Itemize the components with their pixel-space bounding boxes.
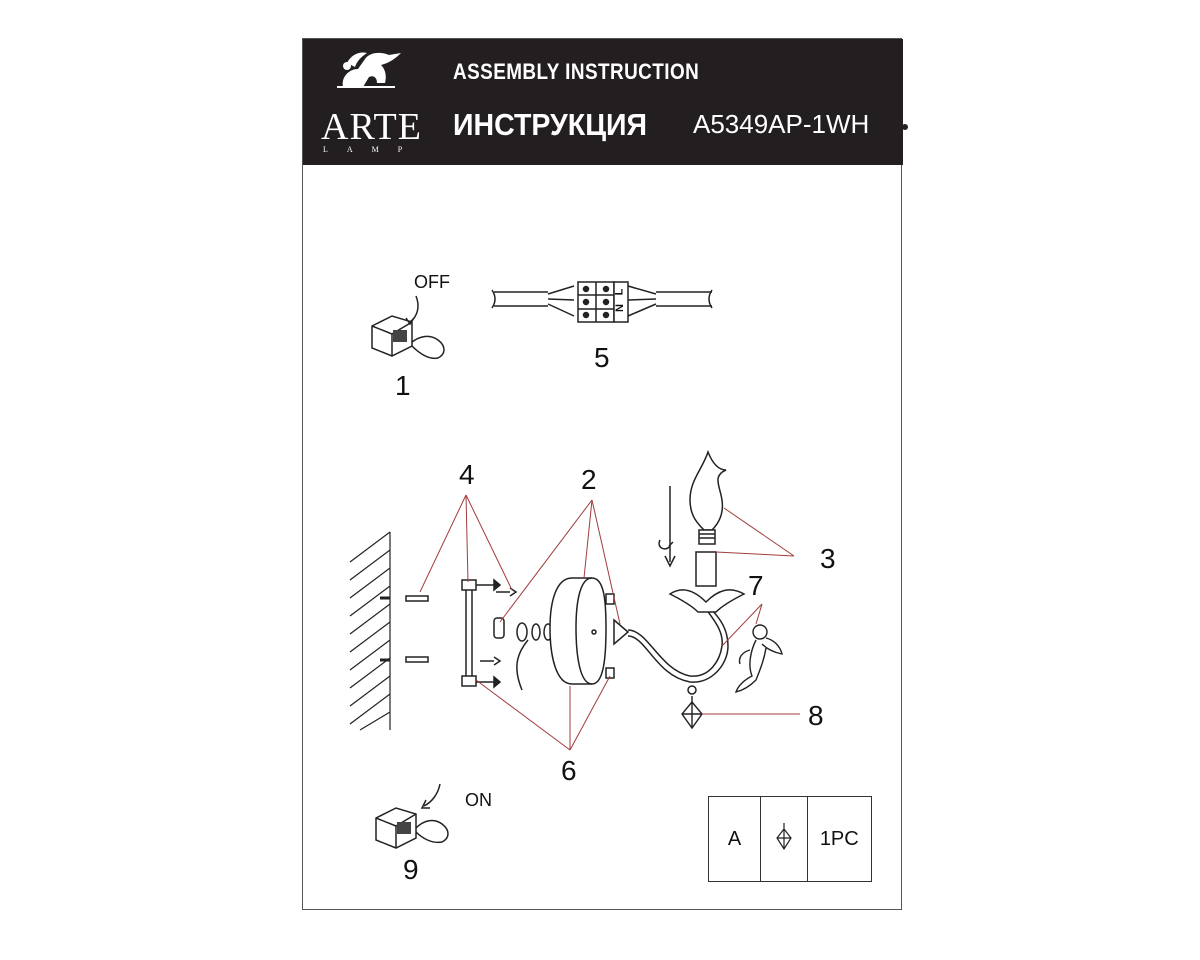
wire-n-label: N bbox=[613, 304, 626, 312]
candle-bulb-icon bbox=[658, 449, 727, 568]
griffin-logo-icon bbox=[337, 52, 401, 88]
wire-l-label: L bbox=[613, 288, 626, 296]
switch-on-icon bbox=[375, 783, 449, 849]
logo-wordmark: ARTE bbox=[321, 106, 422, 148]
part-letter: A bbox=[707, 796, 762, 882]
off-label: OFF bbox=[414, 272, 450, 292]
step-6: 6 bbox=[561, 755, 577, 786]
model-number: A5349AP-1WH bbox=[693, 109, 870, 139]
crystal-pendant-icon bbox=[776, 823, 792, 851]
switch-off-icon bbox=[371, 295, 445, 360]
step-3: 3 bbox=[820, 543, 836, 574]
parts-table: A 1PC bbox=[707, 796, 873, 882]
nut-washer-icon bbox=[493, 617, 553, 691]
instruction-sheet: ARTE LAMP ASSEMBLY INSTRUCTION ИНСТРУКЦИ… bbox=[302, 38, 903, 910]
part-icon-cell bbox=[760, 796, 808, 882]
canopy-icon bbox=[549, 577, 615, 685]
step-5: 5 bbox=[594, 342, 610, 373]
logo-subtitle: LAMP bbox=[323, 145, 422, 154]
step-8: 8 bbox=[808, 700, 824, 731]
title-english: ASSEMBLY INSTRUCTION bbox=[453, 59, 700, 84]
step-9: 9 bbox=[403, 854, 419, 885]
mounting-bracket-icon bbox=[461, 578, 518, 689]
part-qty: 1PC bbox=[806, 796, 873, 882]
step-7: 7 bbox=[748, 570, 764, 601]
candle-cup-icon bbox=[668, 551, 746, 613]
leader-lines bbox=[419, 494, 800, 751]
header-bar: ARTE LAMP ASSEMBLY INSTRUCTION ИНСТРУКЦИ… bbox=[303, 39, 903, 165]
on-label: ON bbox=[465, 790, 492, 810]
lamp-arm-icon bbox=[613, 605, 729, 695]
step-1: 1 bbox=[395, 370, 411, 401]
step-2: 2 bbox=[581, 464, 597, 495]
step-4: 4 bbox=[459, 459, 475, 490]
terminal-block-icon bbox=[491, 281, 713, 323]
cherub-figure-icon bbox=[734, 624, 783, 693]
crystal-pendant-icon bbox=[681, 696, 703, 730]
parts-row: A 1PC bbox=[707, 796, 873, 882]
title-russian: ИНСТРУКЦИЯ bbox=[453, 107, 648, 142]
wall-icon bbox=[349, 531, 391, 731]
wall-plug-icon bbox=[405, 595, 429, 663]
